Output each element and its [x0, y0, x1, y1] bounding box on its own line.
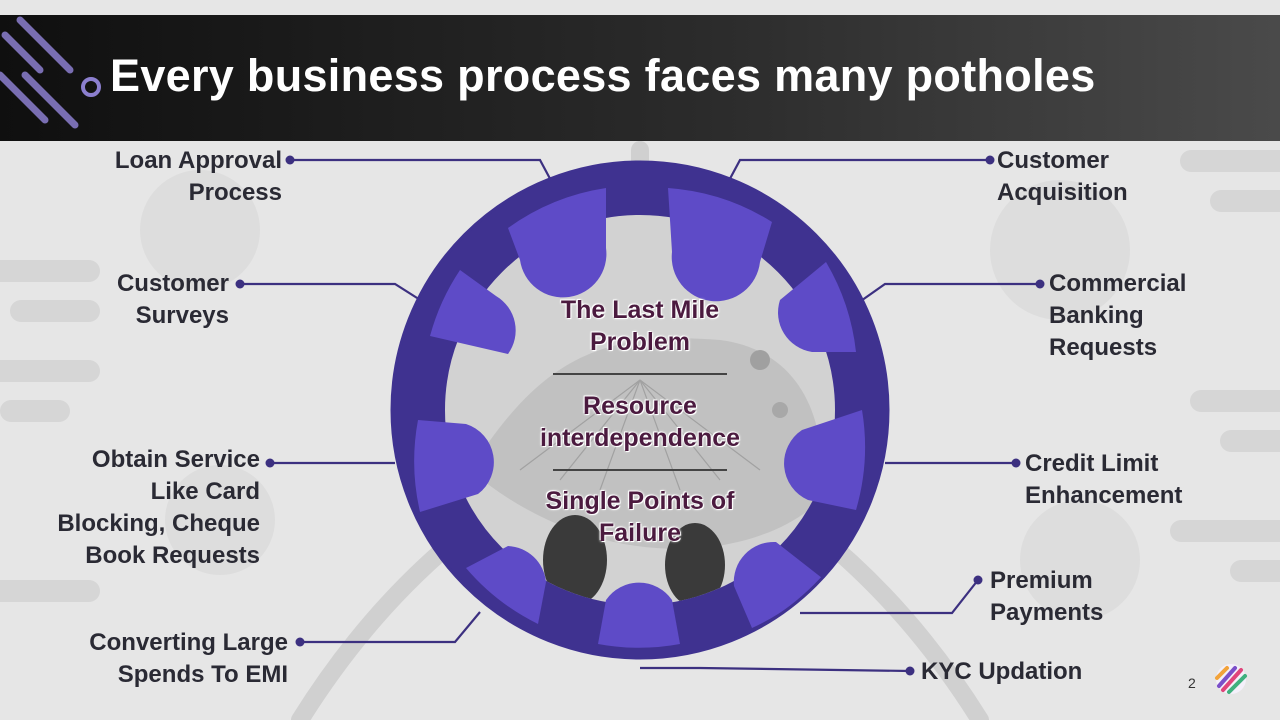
center-divider [553, 373, 727, 375]
label-converting-spends: Converting Large Spends To EMI [89, 629, 288, 688]
slide-title: Every business process faces many pothol… [110, 50, 1096, 101]
brand-logo-icon [1215, 664, 1247, 694]
banner-decoration [0, 16, 101, 129]
center-item-last-mile: The Last Mile Problem [560, 296, 720, 356]
label-premium-payments: Premium Payments [990, 567, 1104, 626]
label-kyc-updation: KYC Updation [921, 658, 1083, 685]
label-customer-acquisition: Customer Acquisition [997, 147, 1128, 206]
page-number: 2 [1188, 675, 1196, 691]
title-banner [0, 15, 1280, 141]
center-divider [553, 469, 727, 471]
center-item-single-points: Single Points of Failure [545, 487, 735, 547]
label-credit-limit: Credit Limit Enhancement [1025, 450, 1183, 509]
label-loan-approval: Loan Approval Process [114, 147, 282, 206]
label-obtain-service: Obtain Service Like Card Blocking, Chequ… [57, 446, 260, 569]
label-commercial-banking: Commercial Banking Requests [1049, 270, 1187, 361]
center-item-resource: Resource interdependence [539, 392, 741, 452]
label-customer-surveys: Customer Surveys [116, 270, 229, 329]
ring-teeth [414, 188, 866, 648]
